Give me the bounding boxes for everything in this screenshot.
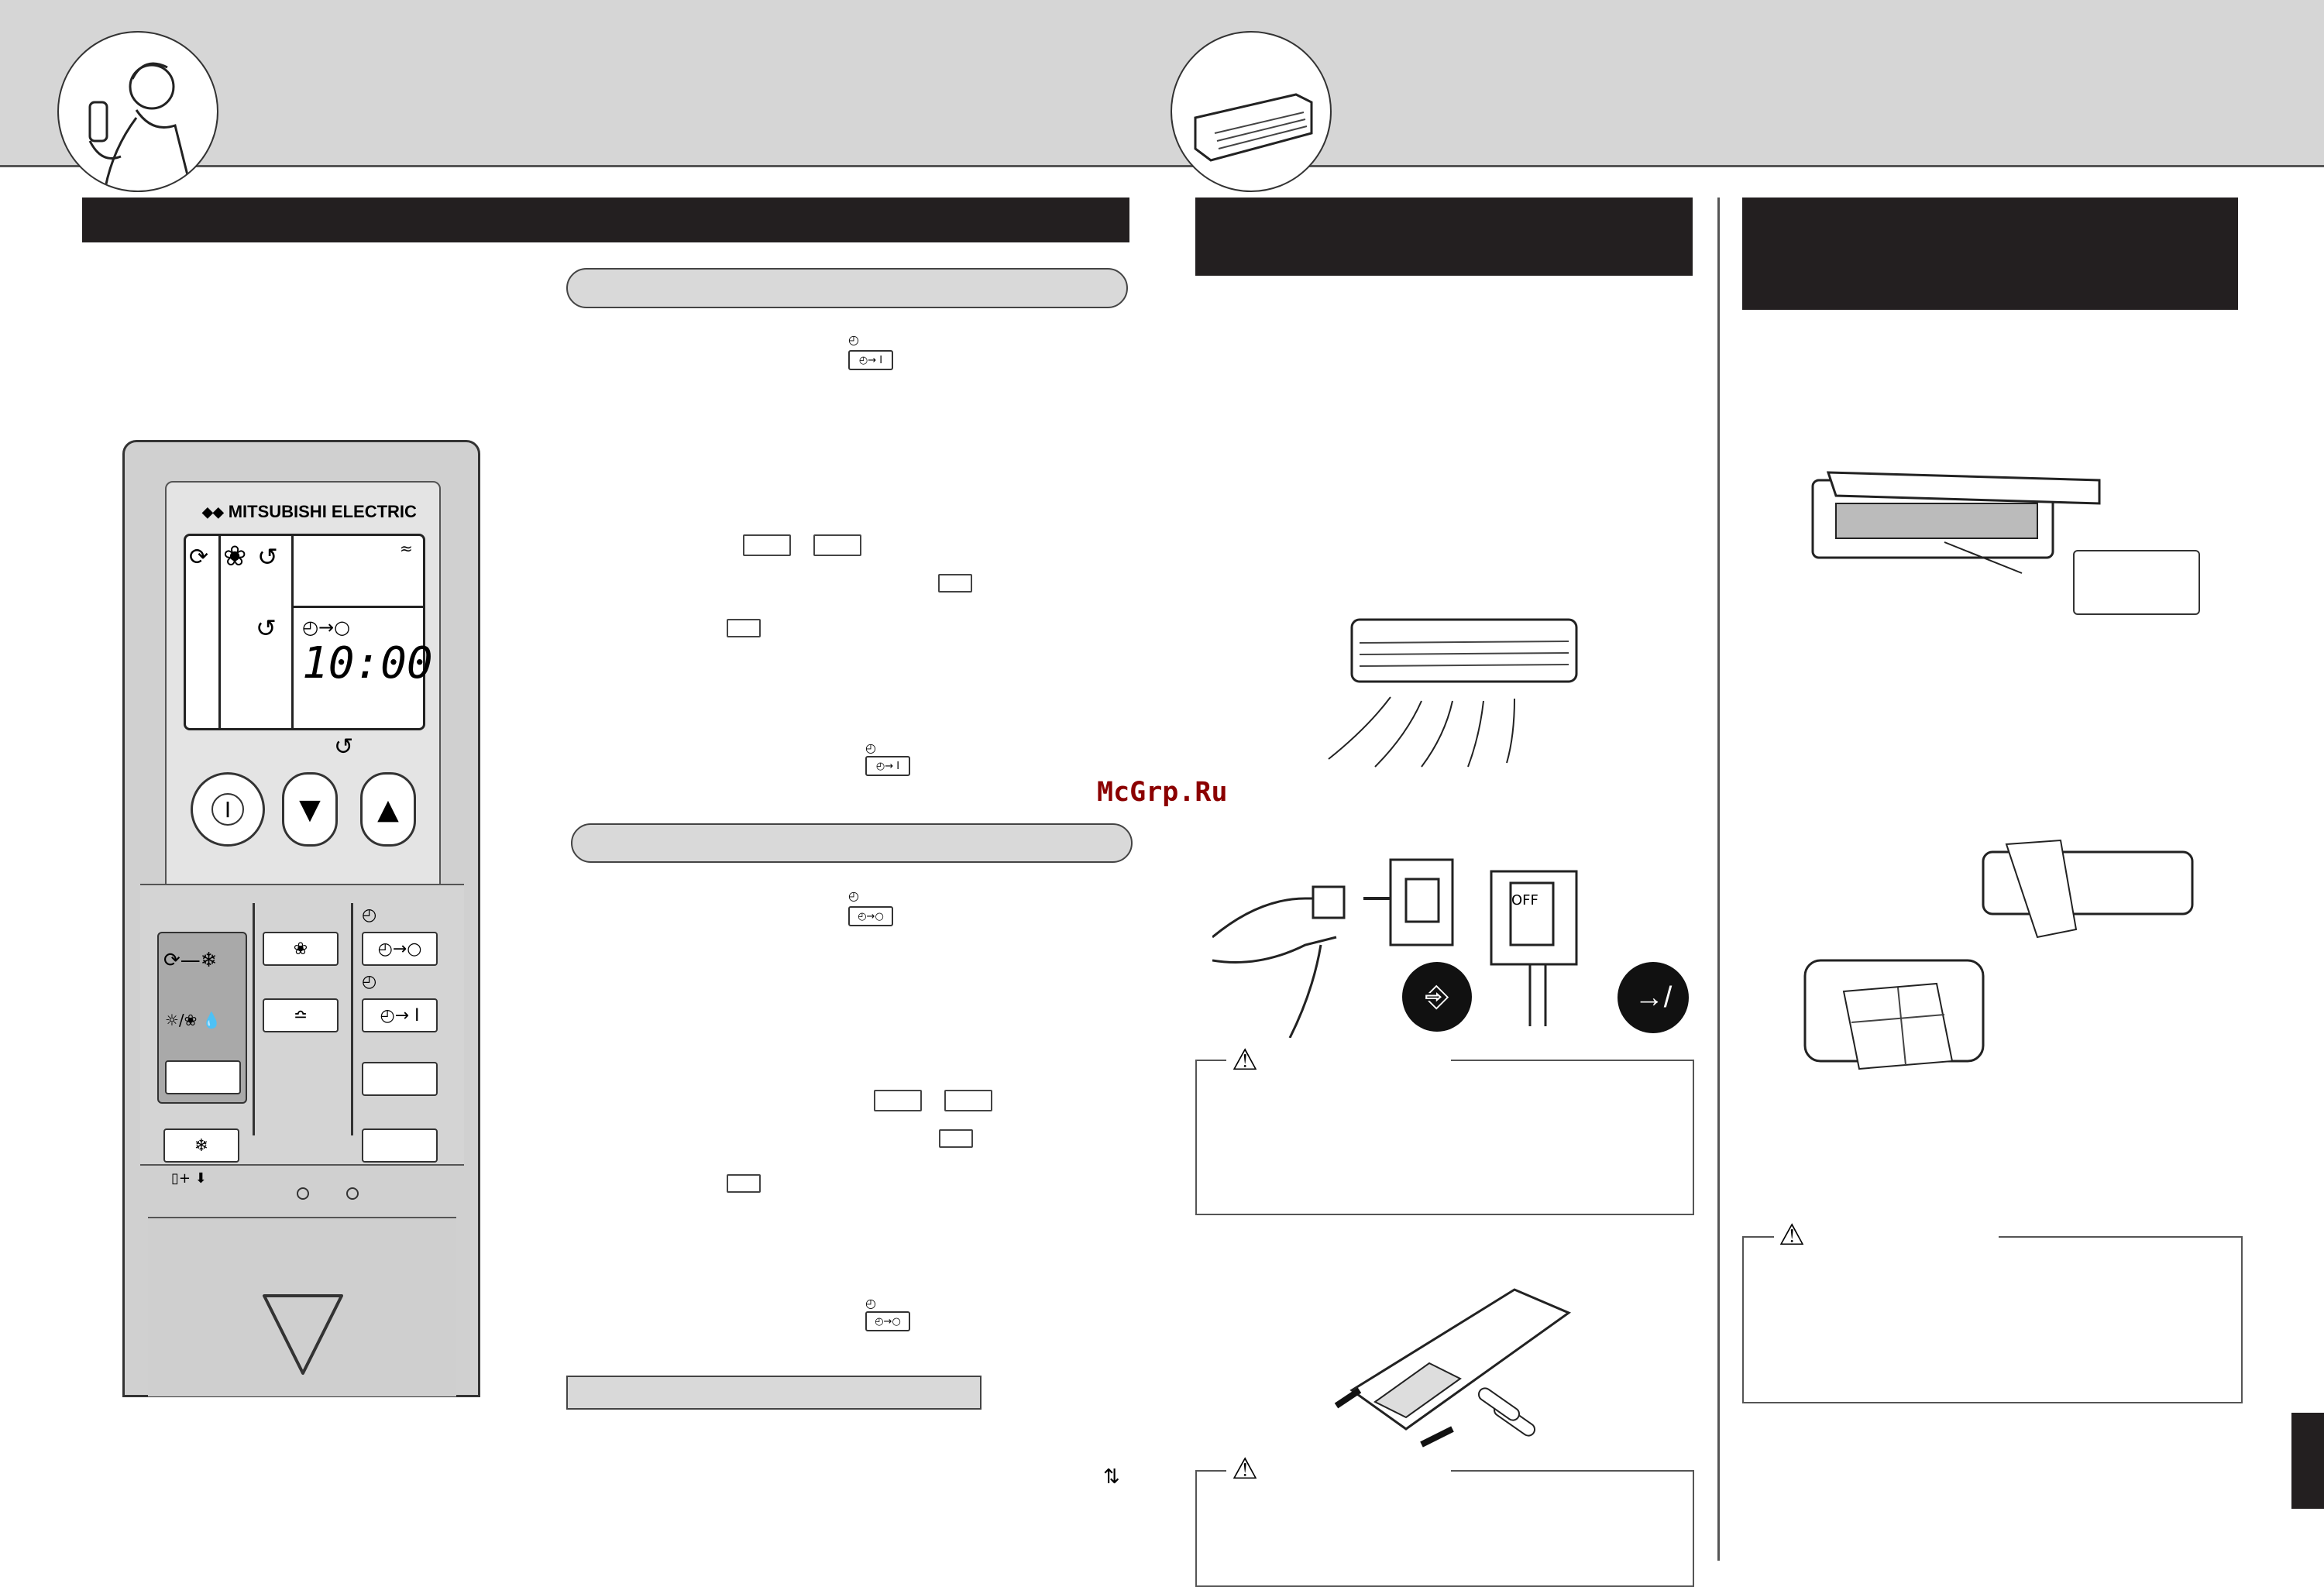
clock-set-hole[interactable] <box>346 1187 359 1200</box>
indoor-unit-airflow-illustration <box>1321 612 1592 775</box>
on-timer-key-inline: ◴→ I <box>848 350 893 370</box>
remote-control: ◆◆ MITSUBISHI ELECTRIC ⟳ ❀ ↺ ↺ ≈ ◴→○ 10:… <box>122 440 480 1397</box>
fan-icon: ❀ <box>293 939 308 959</box>
triangle-down-icon: ▼ <box>299 793 321 826</box>
section-header-middle <box>1195 198 1693 276</box>
indoor-unit-icon <box>1171 31 1332 192</box>
swirl-icon: ↺ <box>256 613 277 643</box>
mode-cycle-icon: ⟳—❄ <box>163 949 218 972</box>
key-box-inline <box>743 534 791 556</box>
blank-button[interactable] <box>362 1062 438 1096</box>
temp-down-button[interactable]: ▼ <box>282 772 338 847</box>
clock-mark-icon: ◴ <box>848 888 859 903</box>
page-side-tab <box>2291 1413 2324 1509</box>
clock-mark-icon: ◴ <box>865 740 876 755</box>
timer-off-indicator: ◴→○ <box>302 617 350 638</box>
fan-icon: ❀ <box>223 541 247 572</box>
swap-arrows-icon: ⇅ <box>1103 1465 1120 1489</box>
on-timer-heading <box>566 268 1128 308</box>
on-timer-button[interactable]: ◴→ I <box>362 998 438 1032</box>
warning-box-battery <box>1195 1470 1694 1587</box>
lcd-display: ⟳ ❀ ↺ ↺ ≈ ◴→○ 10:00 <box>184 534 433 730</box>
key-box-inline <box>727 1174 761 1193</box>
temp-up-button[interactable]: ▲ <box>360 772 416 847</box>
mode-button[interactable] <box>165 1060 241 1094</box>
clock-mark-icon: ◴ <box>362 972 377 991</box>
heat-fan-dry-icon: ☼/❀ 💧 <box>165 1011 222 1029</box>
off-timer-button[interactable]: ◴→○ <box>362 932 438 966</box>
header-band <box>0 0 2324 167</box>
signal-icon: ≈ <box>400 539 413 558</box>
clock-readout: 10:00 <box>302 638 433 689</box>
triangle-up-icon: ▲ <box>377 793 399 826</box>
on-timer-key-inline: ◴→ I <box>865 756 910 776</box>
reset-hole[interactable] <box>297 1187 309 1200</box>
blank-button[interactable] <box>362 1128 438 1163</box>
section-header-left <box>82 198 1129 242</box>
callout-box <box>2073 550 2200 615</box>
remote-cover[interactable] <box>148 1217 456 1396</box>
vane-button[interactable]: ≏ <box>263 998 339 1032</box>
clock-mark-icon: ◴ <box>362 905 377 925</box>
warning-box-cleaning <box>1742 1236 2243 1403</box>
mode-panel: ⟳—❄ ☼/❀ 💧 <box>157 932 247 1104</box>
column-divider <box>1717 198 1720 1561</box>
brand-name: MITSUBISHI ELECTRIC <box>228 502 417 521</box>
breaker-off-icon: →/ <box>1618 962 1689 1033</box>
clock-mark-icon: ◴ <box>865 1296 876 1310</box>
snowflake-icon: ❄ <box>194 1135 209 1156</box>
off-timer-key-inline: ◴→○ <box>848 906 893 926</box>
power-icon: I <box>211 793 244 826</box>
cleaning-cloth-illustration <box>1782 836 2200 1084</box>
section-header-right <box>1742 198 2238 310</box>
key-box-inline <box>727 619 761 637</box>
clock-mark-icon: ◴ <box>848 332 859 347</box>
key-box-inline <box>938 574 972 593</box>
key-box-inline <box>939 1129 973 1148</box>
power-button[interactable]: I <box>191 772 265 847</box>
unplug-icon: ⎆ <box>1402 962 1472 1032</box>
battery-replacement-illustration <box>1321 1282 1576 1460</box>
swirl-icon: ↺ <box>257 542 278 572</box>
warning-triangle-icon: ⚠ <box>1232 1043 1259 1077</box>
auto-mode-icon: ⟳ <box>189 544 209 571</box>
person-with-remote-icon <box>57 31 218 192</box>
econo-cool-button[interactable]: ❄ <box>163 1128 239 1163</box>
thermometer-icon: ↺ <box>334 733 354 761</box>
battery-icon: ▯+ ⬇ <box>171 1170 207 1187</box>
key-box-inline <box>944 1090 992 1111</box>
off-timer-heading <box>571 823 1133 863</box>
diamonds-logo-icon: ◆◆ <box>202 503 224 520</box>
watermark: McGrp.Ru <box>1097 777 1228 808</box>
fan-speed-button[interactable]: ❀ <box>263 932 339 966</box>
open-panel-illustration <box>1805 465 2107 620</box>
vane-icon: ≏ <box>293 1005 308 1025</box>
key-box-inline <box>813 534 861 556</box>
note-heading-box <box>566 1376 982 1410</box>
warning-box-unplug <box>1195 1060 1694 1215</box>
brand-logo: ◆◆ MITSUBISHI ELECTRIC <box>202 502 450 522</box>
warning-triangle-icon: ⚠ <box>1232 1451 1259 1486</box>
unplug-illustration: OFF <box>1212 852 1693 1039</box>
off-timer-key-inline: ◴→○ <box>865 1311 910 1331</box>
warning-triangle-icon: ⚠ <box>1779 1218 1806 1252</box>
switch-off-label: OFF <box>1511 892 1538 909</box>
key-box-inline <box>874 1090 922 1111</box>
